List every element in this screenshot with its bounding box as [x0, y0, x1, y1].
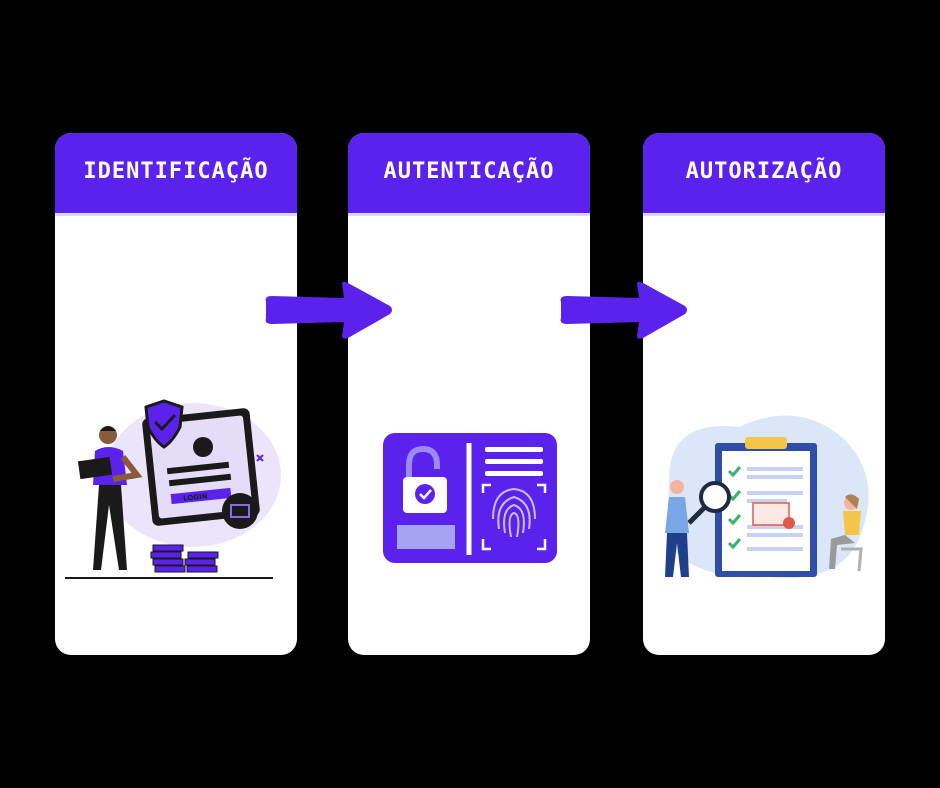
step-card-autenticacao: AUTENTICAÇÃO	[348, 133, 590, 655]
step-title: AUTORIZAÇÃO	[685, 158, 843, 184]
step-title: AUTENTICAÇÃO	[383, 158, 555, 184]
step-header: AUTORIZAÇÃO	[643, 133, 885, 216]
login-label: LOGIN	[183, 492, 208, 503]
login-security-illustration: LOGIN	[65, 399, 281, 579]
lock-fingerprint-icon	[383, 433, 557, 563]
clipboard-approval-illustration	[665, 415, 869, 578]
step-header: AUTENTICAÇÃO	[348, 133, 590, 216]
step-card-autorizacao: AUTORIZAÇÃO	[643, 133, 885, 655]
step-card-identificacao: IDENTIFICAÇÃO LOGIN	[55, 133, 297, 655]
step-header: IDENTIFICAÇÃO	[55, 133, 297, 216]
arrow-right-icon	[560, 281, 687, 339]
arrow-right-icon	[265, 281, 392, 339]
step-title: IDENTIFICAÇÃO	[83, 158, 269, 184]
